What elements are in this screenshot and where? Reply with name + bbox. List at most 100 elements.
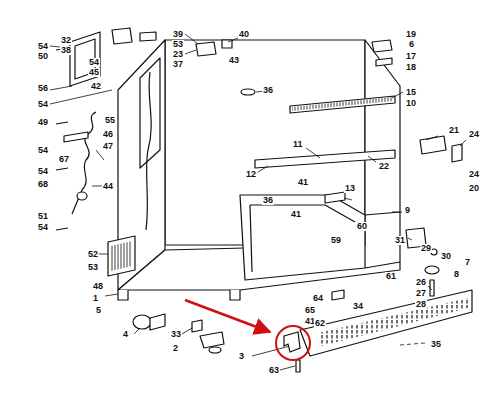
callout-number: 45: [88, 68, 100, 77]
callout-number: 67: [58, 155, 70, 164]
hinge-top: [196, 42, 216, 56]
callout-number: 20: [468, 184, 480, 193]
callout-number: 3: [238, 352, 245, 361]
callout-number: 12: [245, 170, 257, 179]
callout-number: 41: [297, 178, 309, 187]
upper-right-hinge: [420, 136, 446, 154]
side-wire: [146, 72, 151, 230]
callout-number: 42: [90, 82, 102, 91]
hinge-bolt: [430, 280, 434, 296]
callout-number: 31: [394, 236, 406, 245]
access-panel: [70, 32, 100, 86]
callout-number: 9: [404, 206, 411, 215]
callout-number: 33: [170, 330, 182, 339]
liner-edge: [250, 205, 355, 272]
callout-number: 46: [102, 130, 114, 139]
drain-fitting: [77, 192, 87, 200]
callout-number: 54: [37, 42, 49, 51]
drain-tube: [72, 112, 96, 214]
callout-number: 53: [172, 40, 184, 49]
callout-number: 59: [330, 236, 342, 245]
callout-number: 40: [238, 30, 250, 39]
callout-number: 36: [262, 196, 274, 205]
leader-line: [134, 212, 432, 370]
leader-line: [185, 34, 403, 98]
leader-lines: [50, 34, 466, 370]
leveler-bracket: [200, 332, 224, 348]
red-arrow: [185, 300, 270, 332]
callout-number: 34: [352, 302, 364, 311]
liner-compartment: [240, 195, 365, 280]
callout-number: 24: [468, 170, 480, 179]
callout-number: 32: [60, 36, 72, 45]
red-highlight-circle: [276, 326, 310, 360]
leveler-foot: [209, 347, 221, 353]
hinge-shim: [452, 144, 462, 162]
louver-slots: [111, 241, 132, 271]
callout-number: 39: [172, 30, 184, 39]
callout-number: 17: [405, 52, 417, 61]
callout-number: 19: [405, 30, 417, 39]
callout-number: 60: [356, 222, 368, 231]
callout-number: 56: [37, 84, 49, 93]
callout-number: 54: [88, 58, 100, 67]
callout-number: 68: [37, 180, 49, 189]
top-rail: [290, 96, 395, 113]
callout-number: 5: [95, 306, 102, 315]
leader-line: [400, 343, 425, 345]
callout-number: 11: [292, 140, 304, 149]
callout-number: 7: [464, 258, 471, 267]
callout-number: 44: [102, 182, 114, 191]
callout-number: 29: [420, 244, 432, 253]
callout-number: 49: [37, 118, 49, 127]
callout-number: 10: [405, 99, 417, 108]
callout-number: 2: [172, 344, 179, 353]
callout-number: 54: [37, 146, 49, 155]
cabinet-foot: [118, 290, 240, 300]
callout-number: 64: [312, 294, 324, 303]
leader-line: [258, 136, 466, 200]
side-bracket: [64, 132, 88, 142]
grille-slots: [318, 298, 468, 346]
callout-number: 54: [37, 223, 49, 232]
center-rail: [255, 150, 395, 168]
hinge-bushing: [425, 266, 439, 274]
callout-number: 53: [87, 263, 99, 272]
callout-number: 47: [102, 142, 114, 151]
top-right-shim: [376, 58, 392, 66]
toe-grille: [300, 290, 472, 356]
callout-number: 8: [453, 270, 460, 279]
callout-number: 62: [314, 319, 326, 328]
rail-teeth: [292, 97, 393, 111]
roller: [133, 315, 151, 329]
callout-number: 6: [408, 40, 415, 49]
top-right-block: [372, 40, 392, 52]
callout-number: 28: [415, 300, 427, 309]
top-bumper: [241, 89, 255, 95]
small-block: [332, 290, 344, 300]
callout-number: 43: [228, 56, 240, 65]
callout-number: 26: [415, 278, 427, 287]
callout-number: 54: [37, 167, 49, 176]
callout-number: 1: [92, 294, 99, 303]
callout-number: 21: [448, 126, 460, 135]
callout-number: 38: [60, 46, 72, 55]
roller-bracket: [150, 314, 165, 330]
callout-number: 23: [172, 50, 184, 59]
callout-number: 63: [268, 366, 280, 375]
callout-number: 13: [344, 184, 356, 193]
callout-number: 22: [378, 162, 390, 171]
callout-number: 15: [405, 88, 417, 97]
callout-number: 65: [304, 306, 316, 315]
upper-hinge: [112, 28, 132, 44]
callout-number: 51: [37, 212, 49, 221]
callout-number: 52: [87, 250, 99, 259]
callout-number: 30: [440, 252, 452, 261]
callout-number: 61: [385, 272, 397, 281]
callout-number: 37: [172, 60, 184, 69]
highlighted-bracket: [284, 332, 300, 352]
mullion-bracket: [325, 192, 345, 203]
